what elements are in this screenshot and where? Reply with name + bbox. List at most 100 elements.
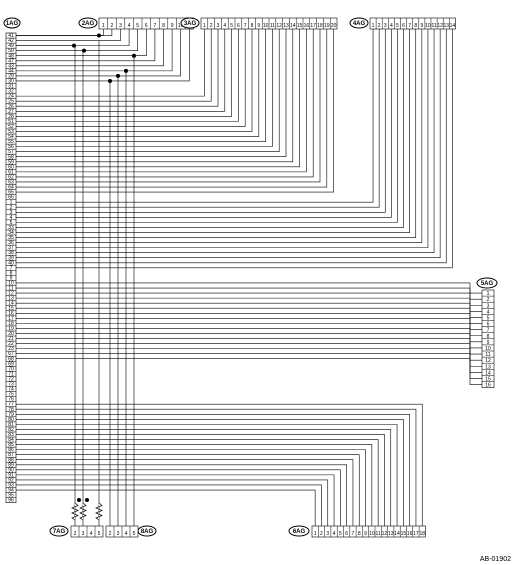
pin-number: 7 xyxy=(244,23,247,29)
pin-number: 55 xyxy=(8,139,14,145)
resistor-symbol xyxy=(71,502,79,521)
wire xyxy=(16,29,226,112)
pin-number: 80 xyxy=(8,417,14,423)
splice-dot xyxy=(72,43,76,48)
wire xyxy=(16,29,138,51)
pin-number: 9 xyxy=(10,275,13,281)
pin-number: 18 xyxy=(8,321,14,327)
splice-dot xyxy=(97,33,101,38)
pin-number: 12 xyxy=(276,23,282,29)
pin-number: 14 xyxy=(8,301,14,307)
pin-number: 2 xyxy=(320,531,323,537)
pin-number: 81 xyxy=(8,422,14,428)
pin-number: 3 xyxy=(326,531,329,537)
pin-number: 3 xyxy=(217,23,220,29)
pin-number: 37 xyxy=(8,245,14,251)
connector-group: 4142495048474344293031322425262728515253… xyxy=(3,17,498,538)
pin-number: 60 xyxy=(8,164,14,170)
wire xyxy=(16,307,482,324)
pin-number: 52 xyxy=(8,124,14,130)
pin-number: 10 xyxy=(8,281,14,287)
pin-number: 7 xyxy=(408,23,411,29)
pin-number: 11 xyxy=(376,531,381,537)
pin-number: 16 xyxy=(407,531,413,537)
pin-number: 13 xyxy=(388,531,394,537)
pin-number: 12 xyxy=(382,531,388,537)
pin-number: 49 xyxy=(8,43,14,49)
pin-number: 7 xyxy=(154,23,157,29)
wire xyxy=(16,29,314,178)
pin-number: 15 xyxy=(8,306,14,312)
pin-number: 1 xyxy=(372,23,375,29)
pin-number: 19 xyxy=(324,23,330,29)
pin-number: 14 xyxy=(450,23,456,29)
connector-oval xyxy=(3,17,21,29)
pin-number: 13 xyxy=(283,23,289,29)
resistor-symbol xyxy=(95,502,103,521)
pin-number: 51 xyxy=(8,119,14,125)
pin-number: 5 xyxy=(136,23,139,29)
wire xyxy=(16,29,181,77)
wire xyxy=(16,29,239,122)
pin-number: 4 xyxy=(487,309,490,315)
pin-number: 16 xyxy=(8,311,14,317)
pin-number: 15 xyxy=(297,23,303,29)
connector-label: 3AG xyxy=(184,21,197,27)
wire xyxy=(16,464,347,526)
pin-number: 77 xyxy=(8,402,14,408)
pin-number: 8 xyxy=(487,334,490,340)
pin-number: 15 xyxy=(401,531,407,537)
pin-number: 9 xyxy=(364,531,367,537)
pin-number: 26 xyxy=(8,104,14,110)
pin-number: 53 xyxy=(8,129,14,135)
connector-oval xyxy=(476,277,498,289)
pin-number: 5 xyxy=(339,531,342,537)
pin-number: 30 xyxy=(8,79,14,85)
wire xyxy=(16,353,482,379)
pin-number: 2 xyxy=(378,23,381,29)
pin-number: 2 xyxy=(210,23,213,29)
wire xyxy=(16,358,482,385)
wire xyxy=(16,429,392,526)
connector-oval xyxy=(288,525,310,537)
pin-number: 61 xyxy=(8,169,14,175)
wire xyxy=(16,29,441,259)
pin-number: 8 xyxy=(10,270,13,276)
connector-oval xyxy=(78,17,98,29)
pin-number: 4 xyxy=(128,23,131,29)
pin-number: 14 xyxy=(394,531,400,537)
pin-number: 6 xyxy=(145,23,148,29)
pin-number: 2 xyxy=(109,531,112,537)
wire xyxy=(16,302,482,318)
wire xyxy=(16,29,429,248)
wire xyxy=(16,29,147,57)
figure-code: AB-01902 xyxy=(479,556,511,563)
pin-number: 73 xyxy=(8,382,14,388)
pin-number: 1 xyxy=(314,531,317,537)
wire xyxy=(16,29,374,203)
pin-number: 7 xyxy=(352,531,355,537)
wire xyxy=(16,29,453,269)
wire xyxy=(16,29,447,264)
connector-label: 5AG xyxy=(481,281,494,287)
wire xyxy=(16,29,219,107)
wire xyxy=(16,29,246,127)
wire xyxy=(16,29,273,147)
pin-number: 94 xyxy=(8,488,14,494)
pin-number: 13 xyxy=(443,23,449,29)
pin-number: 74 xyxy=(8,387,14,393)
pin-number: 78 xyxy=(8,407,14,413)
connector-label: 2AG xyxy=(82,21,95,27)
pin-number: 11 xyxy=(270,23,275,29)
pin-number: 3 xyxy=(117,531,120,537)
pin-number: 67 xyxy=(8,351,14,357)
pin-number: 8 xyxy=(414,23,417,29)
pin-number: 35 xyxy=(8,235,14,241)
pin-number: 32 xyxy=(8,89,14,95)
pin-number: 58 xyxy=(8,154,14,160)
pin-number: 14 xyxy=(290,23,296,29)
pin-number: 66 xyxy=(8,195,14,201)
